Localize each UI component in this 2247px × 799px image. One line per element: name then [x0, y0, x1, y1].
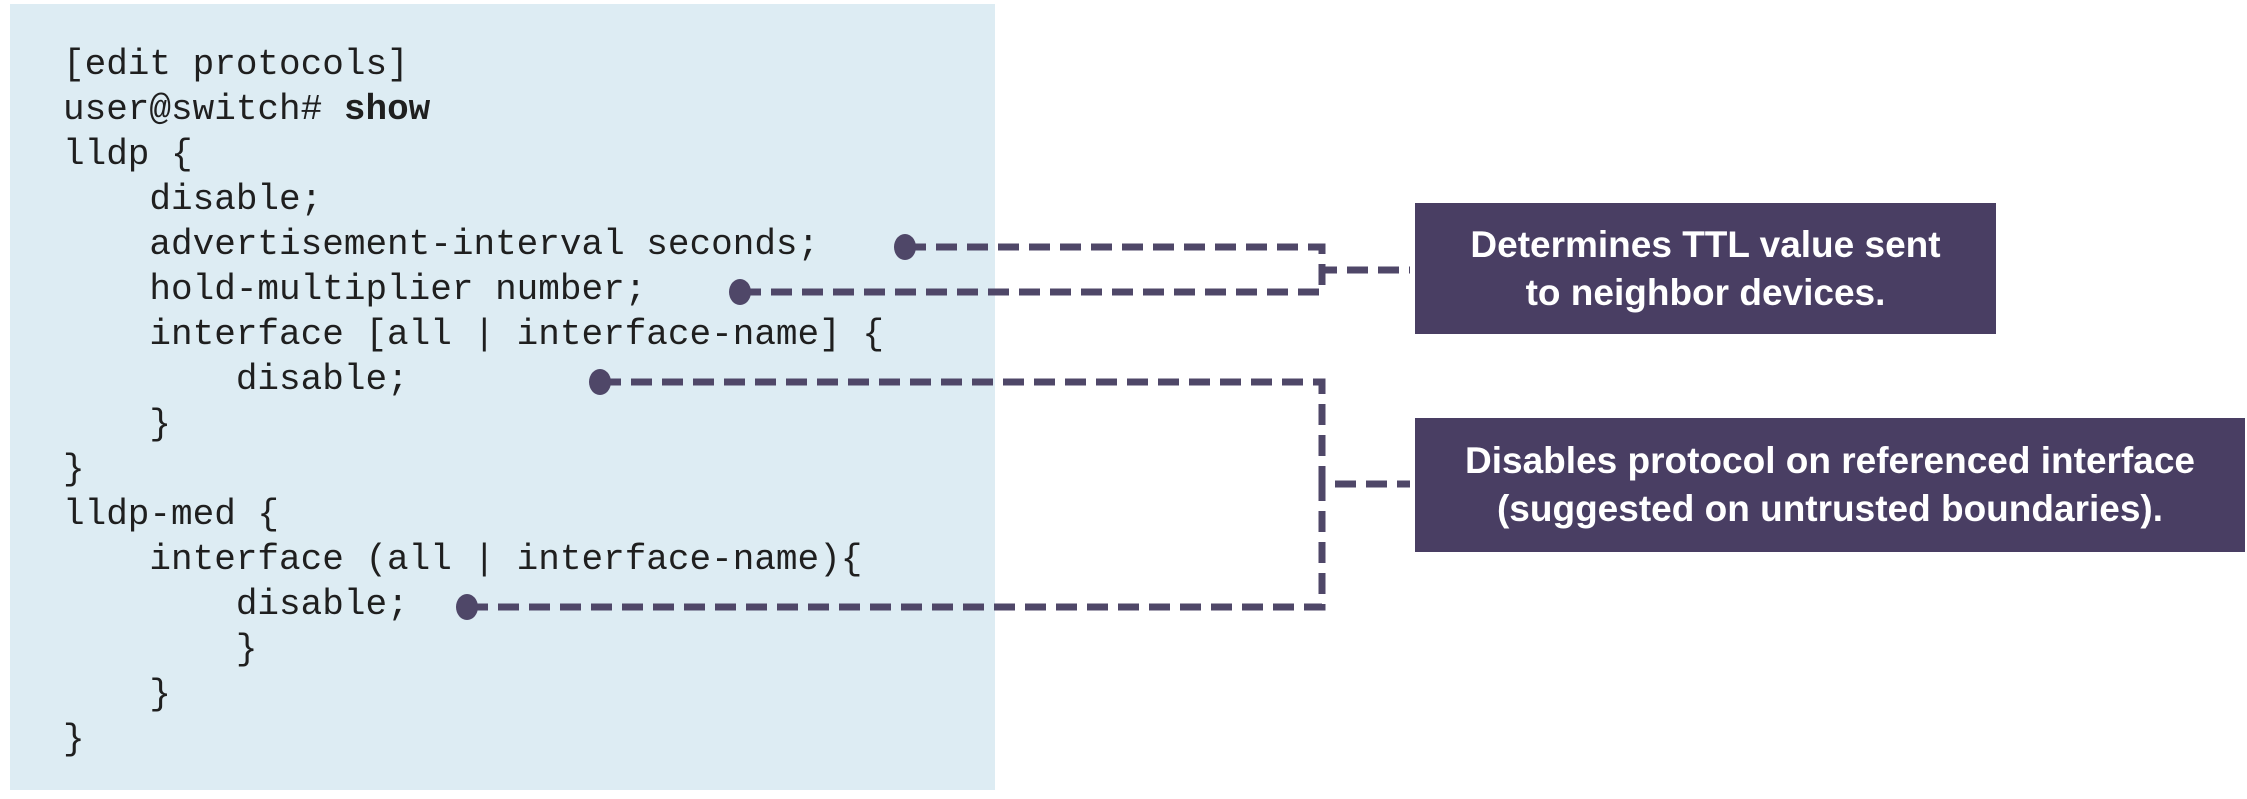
code-line: disable; — [63, 177, 995, 222]
code-text: lldp { — [63, 134, 193, 175]
callout-text-line: to neighbor devices. — [1525, 271, 1886, 313]
connector-ttl — [729, 234, 1410, 305]
code-text: interface [all | interface-name] { — [63, 314, 884, 355]
code-line: interface [all | interface-name] { — [63, 312, 995, 357]
code-panel: [edit protocols] user@switch# show lldp … — [10, 4, 995, 790]
code-text: advertisement-interval seconds; — [63, 224, 820, 265]
code-line: interface (all | interface-name){ — [63, 537, 995, 582]
connector-line-advertisement-interval — [905, 243, 1410, 274]
connector-dot — [729, 279, 751, 305]
code-text: disable; — [63, 584, 409, 625]
connector-disable — [456, 369, 1410, 620]
code-text: hold-multiplier number; — [63, 269, 647, 310]
connector-line-hold-multiplier — [740, 270, 1326, 296]
code-text: } — [63, 629, 258, 670]
callout-text-line: Disables protocol on referenced interfac… — [1465, 440, 2195, 481]
code-text: [edit protocols] — [63, 44, 409, 85]
connector-dot — [589, 369, 611, 395]
code-text: disable; — [63, 359, 409, 400]
code-line: } — [63, 447, 995, 492]
callout-disable: Disables protocol on referenced interfac… — [1415, 418, 2245, 552]
connector-line-lldp-disable — [600, 378, 1410, 488]
callout-ttl: Determines TTL value sent to neighbor de… — [1415, 203, 1996, 334]
callout-text-line: Determines TTL value sent — [1470, 223, 1941, 265]
code-line: user@switch# show — [63, 87, 995, 132]
code-line: hold-multiplier number; — [63, 267, 995, 312]
code-text: } — [63, 719, 85, 760]
code-text: } — [63, 674, 172, 715]
code-text: interface (all | interface-name){ — [63, 539, 863, 580]
code-line: } — [63, 627, 995, 672]
code-command: show — [343, 89, 431, 130]
code-text: lldp-med { — [63, 494, 280, 535]
code-text: } — [63, 449, 85, 490]
code-line: lldp { — [63, 132, 995, 177]
code-text: } — [63, 404, 172, 445]
code-text: disable; — [63, 179, 323, 220]
connector-line-lldp-med-disable — [467, 484, 1326, 611]
code-line: } — [63, 717, 995, 762]
connector-dot — [456, 594, 478, 620]
code-line: disable; — [63, 582, 995, 627]
code-line: lldp-med { — [63, 492, 995, 537]
code-line: disable; — [63, 357, 995, 402]
callout-text-line: (suggested on untrusted boundaries). — [1496, 488, 2164, 529]
code-line: } — [63, 672, 995, 717]
code-line: } — [63, 402, 995, 447]
code-text: user@switch# — [63, 89, 344, 130]
code-line: [edit protocols] — [63, 42, 995, 87]
connector-dot — [894, 234, 916, 260]
code-line: advertisement-interval seconds; — [63, 222, 995, 267]
